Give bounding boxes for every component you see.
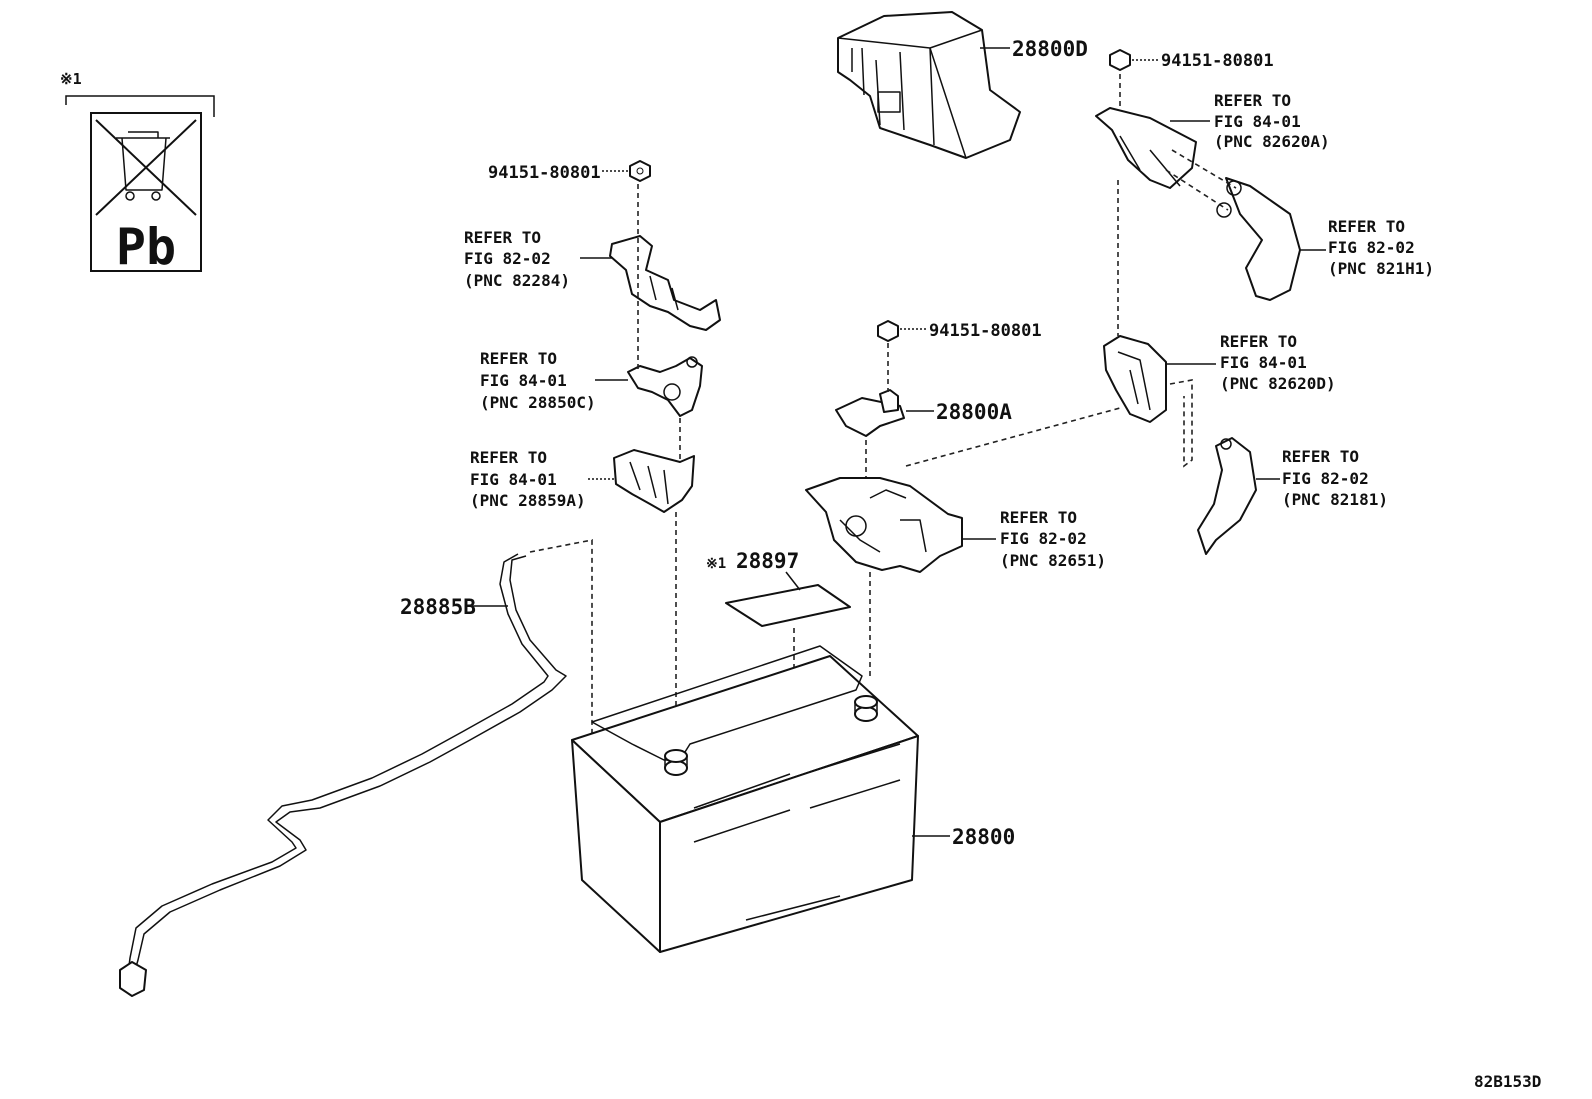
svg-text:(PNC 82620D): (PNC 82620D) [1220, 374, 1336, 393]
ref-82181: REFER TO FIG 82-02 (PNC 82181) [1282, 447, 1388, 509]
ref-28850C: REFER TO FIG 84-01 (PNC 28850C) [480, 349, 596, 412]
bolt-left-icon [629, 160, 651, 182]
callout-bolt-mid: 94151-80801 [929, 321, 1042, 341]
svg-text:(PNC 82651): (PNC 82651) [1000, 551, 1106, 570]
svg-text:REFER TO: REFER TO [1214, 91, 1291, 110]
terminal-block-82651-part [805, 477, 963, 573]
svg-text:FIG 84-01: FIG 84-01 [1214, 112, 1301, 131]
fuse-82620D-part [1103, 335, 1167, 423]
vent-cable-28885B-part [119, 553, 567, 997]
callout-28897: 28897 [736, 549, 799, 573]
callout-28885B: 28885B [400, 595, 476, 619]
pb-symbol: Pb [116, 218, 176, 276]
svg-text:REFER TO: REFER TO [470, 448, 547, 467]
ref-28859A: REFER TO FIG 84-01 (PNC 28859A) [470, 448, 586, 510]
callout-bolt-left: 94151-80801 [488, 163, 601, 183]
svg-text:REFER TO: REFER TO [1282, 447, 1359, 466]
svg-text:(PNC 82620A): (PNC 82620A) [1214, 132, 1330, 151]
callout-28800: 28800 [952, 825, 1015, 849]
svg-text:REFER TO: REFER TO [480, 349, 557, 368]
svg-text:REFER TO: REFER TO [464, 228, 541, 247]
bolt-right-icon [1109, 49, 1131, 71]
svg-text:(PNC 28850C): (PNC 28850C) [480, 393, 596, 412]
svg-text:FIG 84-01: FIG 84-01 [470, 470, 557, 489]
fuse-82620A-part [1095, 107, 1197, 189]
svg-text:(PNC 82181): (PNC 82181) [1282, 490, 1388, 509]
svg-text:(PNC 28859A): (PNC 28859A) [470, 491, 586, 510]
cable-82181-part [1197, 437, 1257, 555]
clamp-28800A-part [835, 389, 905, 437]
svg-text:FIG 84-01: FIG 84-01 [1220, 353, 1307, 372]
terminal-28850C-part [627, 356, 703, 417]
svg-text:FIG 84-01: FIG 84-01 [480, 371, 567, 390]
callout-28800A: 28800A [936, 400, 1012, 424]
cable-82284-part [609, 235, 721, 331]
bolt-mid-icon [877, 320, 899, 342]
recycle-label-icon: ※1 Pb [60, 70, 215, 276]
svg-text:REFER TO: REFER TO [1000, 508, 1077, 527]
svg-text:(PNC 821H1): (PNC 821H1) [1328, 259, 1434, 278]
svg-text:FIG 82-02: FIG 82-02 [1282, 469, 1369, 488]
svg-text:FIG 82-02: FIG 82-02 [1000, 529, 1087, 548]
figure-code: 82B153D [1474, 1072, 1541, 1091]
svg-text:REFER TO: REFER TO [1328, 217, 1405, 236]
battery-cover-part [837, 11, 1021, 159]
ref-82620D: REFER TO FIG 84-01 (PNC 82620D) [1220, 332, 1336, 393]
callout-bolt-right: 94151-80801 [1161, 51, 1274, 71]
ref-82651: REFER TO FIG 82-02 (PNC 82651) [1000, 508, 1106, 570]
callout-28800D: 28800D [1012, 37, 1088, 61]
callout-label-note: ※1 [706, 556, 726, 572]
cable-821H1-part [1165, 149, 1301, 301]
ref-821H1: REFER TO FIG 82-02 (PNC 821H1) [1328, 217, 1434, 278]
ref-82620A: REFER TO FIG 84-01 (PNC 82620A) [1214, 91, 1330, 151]
cover-28859A-part [613, 449, 695, 513]
svg-text:FIG 82-02: FIG 82-02 [464, 249, 551, 268]
svg-text:REFER TO: REFER TO [1220, 332, 1297, 351]
ref-82284: REFER TO FIG 82-02 (PNC 82284) [464, 228, 570, 290]
battery-28800-part [571, 645, 919, 953]
recycle-note-mark: ※1 [60, 70, 82, 88]
label-sticker-part [725, 584, 851, 627]
svg-text:(PNC 82284): (PNC 82284) [464, 271, 570, 290]
svg-text:FIG 82-02: FIG 82-02 [1328, 238, 1415, 257]
